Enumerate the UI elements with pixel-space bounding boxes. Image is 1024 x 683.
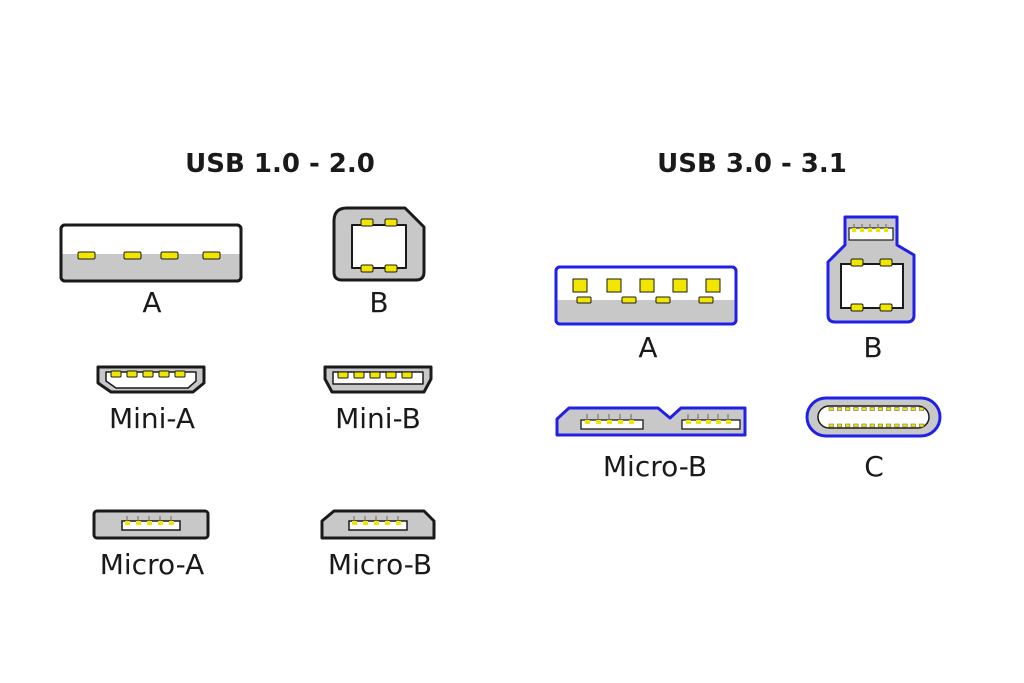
type-c-pin [886,407,892,411]
usb3-type-a-connector [554,265,738,326]
usb3-type-c-pins [828,407,924,428]
type-c-pin [836,407,842,411]
type-c-pin [845,407,851,411]
usb2-micro-b-connector [320,509,436,540]
type-c-pin [853,423,859,428]
usb2-section-title: USB 1.0 - 2.0 [185,149,375,179]
type-c-pin [845,423,851,428]
type-c-pin [853,407,859,411]
usb3-type-b-connector [826,215,916,324]
usb2-type-b-label: B [369,286,388,319]
type-c-pin [902,423,908,428]
type-c-pin [869,407,875,411]
usb2-micro-b-label: Micro-B [328,548,432,581]
type-c-pin [902,407,908,411]
type-c-pin [869,423,875,428]
type-c-pin [918,423,924,428]
type-c-pin [877,407,883,411]
type-c-pin [894,423,900,428]
usb2-type-a-label: A [142,286,161,319]
usb2-mini-b-connector [323,365,433,394]
usb2-mini-a-label: Mini-A [109,402,195,435]
usb2-mini-a-connector [96,365,206,394]
usb2-mini-b-label: Mini-B [335,402,421,435]
type-c-pin [861,407,867,411]
usb3-type-c-label: C [864,450,884,483]
type-c-pin [886,423,892,428]
usb2-type-b-connector [332,206,426,282]
usb3-type-c-connector [805,396,942,438]
type-c-pin [828,423,834,428]
type-c-pin [877,423,883,428]
type-c-pin [910,407,916,411]
usb2-micro-a-connector [92,509,210,540]
type-c-pin [828,407,834,411]
type-c-pin [861,423,867,428]
usb3-type-b-label: B [863,331,882,364]
type-c-pin [910,423,916,428]
usb2-micro-a-label: Micro-A [100,548,205,581]
usb3-micro-b-connector [555,406,747,437]
type-c-pin [918,407,924,411]
usb2-type-a-connector [59,223,243,283]
usb3-section-title: USB 3.0 - 3.1 [657,149,847,179]
usb3-micro-b-label: Micro-B [603,450,707,483]
type-c-pin [894,407,900,411]
type-c-pin [836,423,842,428]
usb3-type-a-label: A [638,331,657,364]
